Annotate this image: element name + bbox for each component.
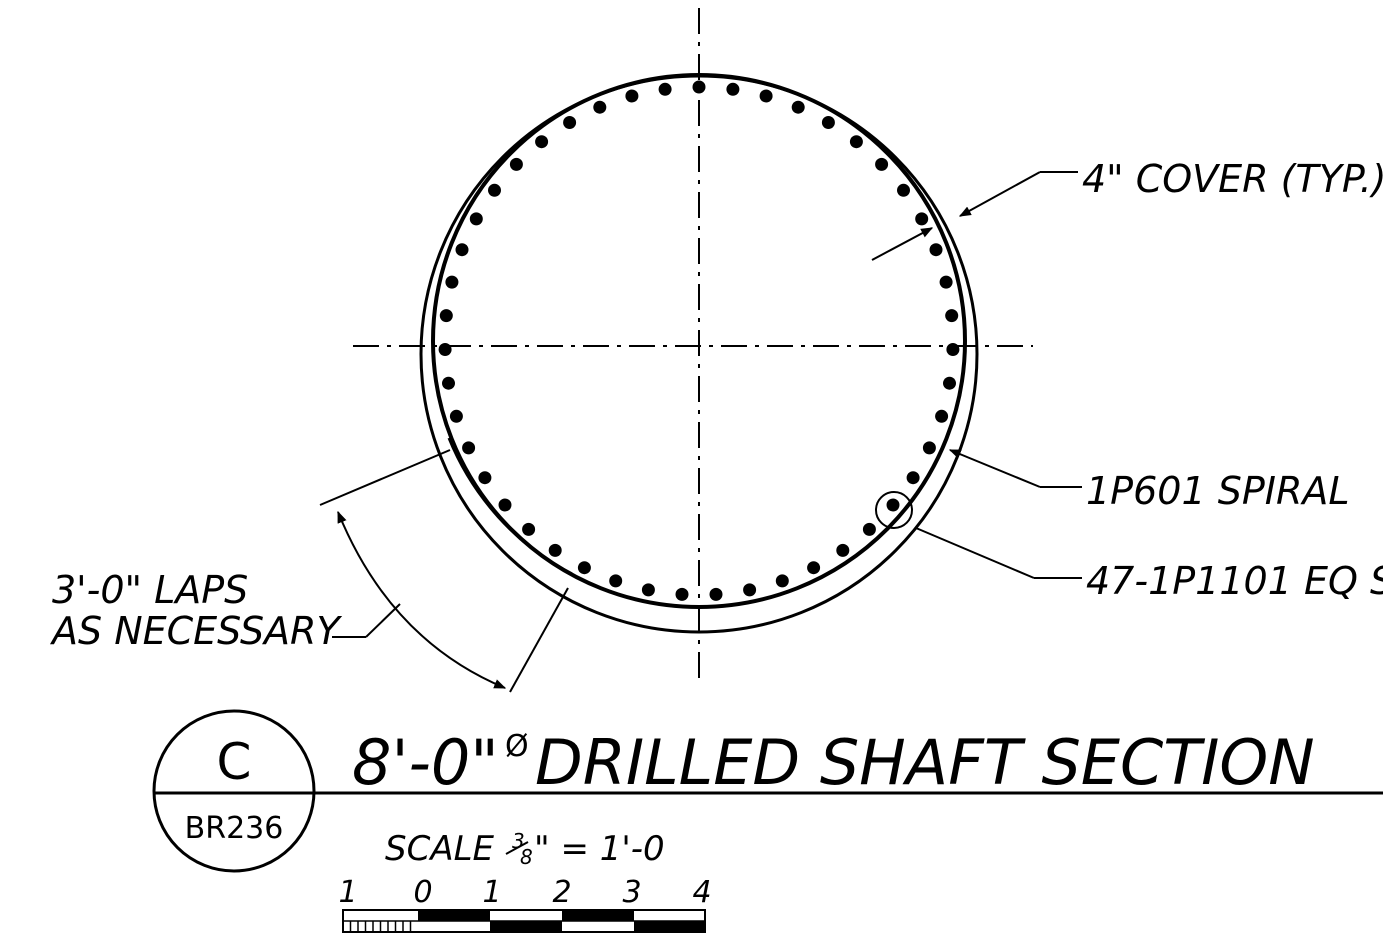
longitudinal-bar	[625, 89, 639, 103]
longitudinal-bar	[563, 116, 577, 129]
longitudinal-bar	[509, 157, 523, 171]
scale-frac-den: 8	[520, 845, 533, 869]
longitudinal-bar	[922, 441, 936, 455]
longitudinal-bar	[692, 80, 706, 94]
longitudinal-bar	[775, 574, 789, 588]
scale-tick-label: 3	[622, 875, 641, 910]
longitudinal-bar	[445, 275, 459, 289]
scale-label: SCALE	[385, 829, 495, 869]
scale-segment-fill	[418, 910, 490, 921]
longitudinal-bar	[897, 183, 910, 197]
longitudinal-bar	[442, 376, 455, 390]
spiral-circle	[431, 73, 967, 609]
longitudinal-bar	[906, 471, 920, 485]
longitudinal-bar	[478, 471, 492, 485]
diameter-symbol: Ø	[505, 729, 529, 764]
cover-arrow-inner	[871, 227, 934, 261]
longitudinal-bar	[455, 243, 469, 257]
longitudinal-bar	[469, 212, 483, 226]
scale-segment-fill	[562, 910, 634, 921]
longitudinal-bar	[609, 574, 623, 588]
longitudinal-bar	[548, 543, 562, 557]
scale-frac-bar	[505, 841, 529, 855]
longitudinal-bar	[939, 275, 953, 289]
longitudinal-bar	[886, 498, 900, 512]
longitudinal-bar	[577, 561, 591, 575]
longitudinal-bar	[821, 116, 835, 129]
lap-leader-diagonal	[365, 603, 401, 638]
longitudinal-bar	[535, 135, 549, 149]
longitudinal-bar	[743, 583, 757, 597]
scale-ratio: " = 1'-0	[534, 829, 665, 869]
longitudinal-bar	[862, 522, 876, 536]
cover-note: 4" COVER (TYP.)	[1082, 157, 1383, 201]
spiral-leader-arrow	[948, 449, 1041, 488]
scale-tick-label: 1	[338, 875, 357, 910]
lap-extension-line-lower	[509, 587, 569, 693]
longitudinal-bar	[946, 343, 960, 356]
longitudinal-bars	[438, 80, 960, 601]
scale-segment-fill	[490, 921, 562, 932]
scale-frac-num: 3	[512, 829, 525, 853]
lap-extension-line-upper	[319, 449, 451, 506]
scale-tick-label: 1	[482, 875, 501, 910]
longitudinal-bar	[915, 212, 929, 226]
longitudinal-bar	[791, 100, 805, 114]
longitudinal-bar	[658, 82, 672, 96]
longitudinal-bar	[462, 441, 476, 455]
scale-tick-label: 0	[413, 875, 432, 910]
laps-note-line1: 3'-0" LAPS	[52, 568, 248, 612]
typical-bar-callout-circle	[875, 491, 913, 529]
scale-tick-label: 4	[692, 875, 711, 910]
lap-dimension-arc	[337, 510, 507, 689]
longitudinal-bar	[943, 376, 956, 390]
longitudinal-bar	[641, 583, 655, 597]
longitudinal-bar	[438, 343, 452, 356]
longitudinal-bar	[945, 309, 959, 323]
scale-bar	[342, 909, 706, 933]
longitudinal-bar	[675, 587, 689, 601]
longitudinal-bar	[439, 309, 453, 323]
longitudinal-bar	[935, 409, 949, 423]
spiral-note: 1P601 SPIRAL	[1086, 469, 1350, 513]
section-tag-circle	[152, 709, 316, 873]
longitudinal-bar	[759, 89, 773, 103]
longitudinal-bar	[875, 157, 889, 171]
scale-tick-labels: 1 0 1 2 3 4	[338, 875, 711, 910]
scale-segment-fill	[634, 921, 705, 932]
section-tag-sheet: BR236	[185, 811, 284, 846]
longitudinal-bar	[449, 409, 463, 423]
longitudinal-bar	[522, 522, 536, 536]
longitudinal-bar	[836, 543, 850, 557]
longitudinal-bar	[849, 135, 863, 149]
title-dimension: 8'-0"	[352, 726, 499, 799]
longitudinal-bar	[709, 587, 723, 601]
bars-leader-diagonal	[915, 527, 1035, 579]
longitudinal-bar	[807, 561, 821, 575]
longitudinal-bar	[726, 82, 740, 96]
section-title: DRILLED SHAFT SECTION	[535, 726, 1315, 799]
scale-subdivisions	[349, 921, 412, 932]
cover-arrow-outer	[958, 171, 1041, 217]
section-tag-letter: C	[217, 733, 252, 791]
bars-note: 47-1P1101 EQ SP.	[1086, 559, 1383, 603]
longitudinal-bar	[488, 183, 501, 197]
longitudinal-bar	[929, 243, 943, 257]
longitudinal-bar	[593, 100, 607, 114]
scale-tick-label: 2	[552, 875, 571, 910]
laps-note-line2: AS NECESSARY	[49, 609, 342, 653]
longitudinal-bar	[498, 498, 512, 512]
